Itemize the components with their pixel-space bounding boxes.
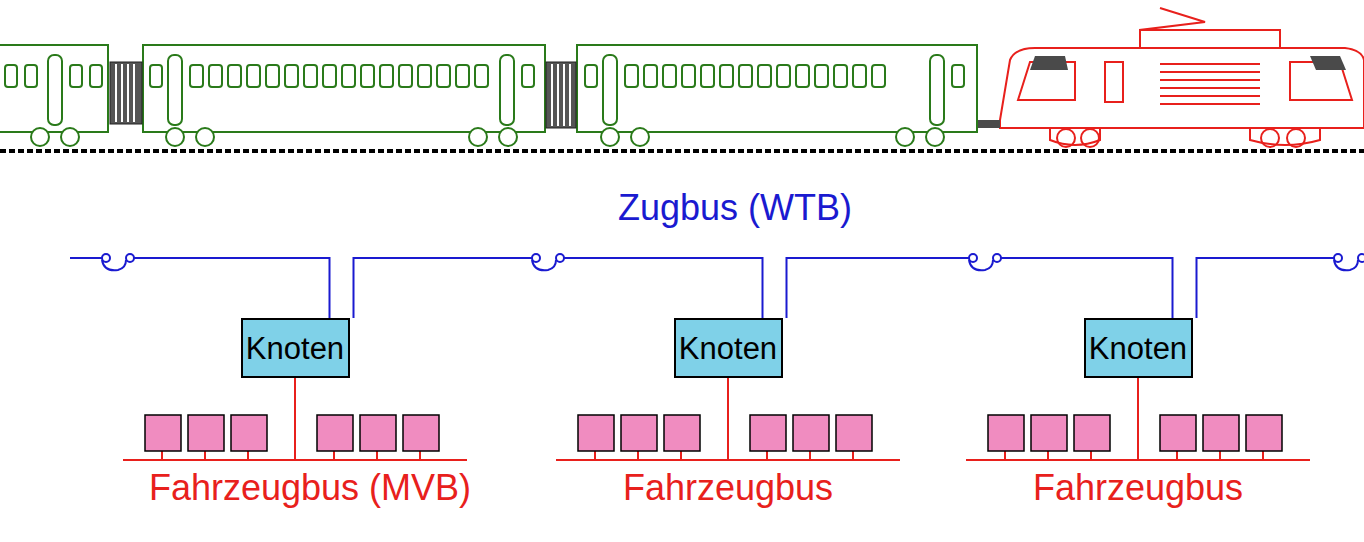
coupler-ring bbox=[969, 254, 977, 262]
device-box bbox=[1203, 415, 1239, 451]
mvb-line bbox=[123, 459, 467, 461]
bus-connector bbox=[787, 258, 1173, 318]
node-box: Knoten bbox=[241, 318, 350, 378]
coach-window bbox=[25, 65, 37, 87]
device-box bbox=[1031, 415, 1067, 451]
coach-window bbox=[853, 65, 866, 87]
coach-window bbox=[796, 65, 809, 87]
coupler-ring bbox=[532, 254, 540, 262]
bus-line bbox=[1197, 258, 1364, 318]
device-box bbox=[578, 415, 614, 451]
coupler-loop bbox=[102, 260, 126, 270]
coach-window bbox=[418, 65, 431, 87]
device-box bbox=[621, 415, 657, 451]
coach-window bbox=[777, 65, 790, 87]
device-box bbox=[988, 415, 1024, 451]
device-box bbox=[403, 415, 439, 451]
bus-connector bbox=[354, 258, 763, 318]
coach-window bbox=[952, 65, 964, 87]
coach-door bbox=[603, 55, 617, 125]
coach-window bbox=[663, 65, 676, 87]
coupler-ring bbox=[993, 254, 1001, 262]
device-box bbox=[836, 415, 872, 451]
coach-window bbox=[834, 65, 847, 87]
coach-window bbox=[304, 65, 317, 87]
device-box bbox=[231, 415, 267, 451]
coach-window bbox=[380, 65, 393, 87]
coach-window bbox=[456, 65, 469, 87]
device-box bbox=[188, 415, 224, 451]
coach-window bbox=[644, 65, 657, 87]
coach-window bbox=[323, 65, 336, 87]
coach-window bbox=[815, 65, 828, 87]
vehicle-bus-label: Fahrzeugbus bbox=[1033, 470, 1243, 506]
vehicle-bus-label: Fahrzeugbus bbox=[623, 470, 833, 506]
node-box: Knoten bbox=[1084, 318, 1193, 378]
coach-window bbox=[190, 65, 203, 87]
coach-door bbox=[500, 55, 514, 125]
coach-window bbox=[361, 65, 374, 87]
coach-window bbox=[228, 65, 241, 87]
coupler-gap bbox=[969, 252, 1001, 264]
coach-window bbox=[150, 65, 162, 87]
mvb-line bbox=[727, 378, 729, 460]
device-box bbox=[664, 415, 700, 451]
coach-window bbox=[625, 65, 638, 87]
coach-window bbox=[701, 65, 714, 87]
coupler-ring bbox=[556, 254, 564, 262]
coach-window bbox=[342, 65, 355, 87]
coach-window bbox=[285, 65, 298, 87]
mvb-line bbox=[1137, 378, 1139, 460]
coach-window bbox=[682, 65, 695, 87]
device-box bbox=[750, 415, 786, 451]
coupler-ring bbox=[1334, 254, 1342, 262]
coach-window bbox=[739, 65, 752, 87]
coupler-gap bbox=[532, 252, 564, 264]
coupler-loop bbox=[969, 260, 993, 270]
coach-window bbox=[209, 65, 222, 87]
coach-window bbox=[90, 65, 102, 87]
device-box bbox=[360, 415, 396, 451]
coach-window bbox=[758, 65, 771, 87]
device-box bbox=[317, 415, 353, 451]
coupler-loop bbox=[1334, 260, 1358, 270]
node-box: Knoten bbox=[674, 318, 783, 378]
coach-window bbox=[5, 65, 17, 87]
coach-window bbox=[522, 65, 534, 87]
coach-window bbox=[872, 65, 885, 87]
coach-door bbox=[168, 55, 182, 125]
coach-window bbox=[70, 65, 82, 87]
coupler-loop bbox=[532, 260, 556, 270]
coach-window bbox=[399, 65, 412, 87]
coach-window bbox=[475, 65, 488, 87]
bus-line bbox=[70, 258, 330, 318]
node-label: Knoten bbox=[246, 333, 344, 364]
coupler-gap bbox=[102, 252, 134, 264]
vehicle-bus-label: Fahrzeugbus (MVB) bbox=[149, 470, 471, 506]
coach-window bbox=[585, 65, 597, 87]
coupler-ring bbox=[126, 254, 134, 262]
train-bus-label: Zugbus (WTB) bbox=[618, 190, 852, 226]
node-label: Knoten bbox=[1089, 333, 1187, 364]
device-box bbox=[1246, 415, 1282, 451]
coach-door bbox=[48, 55, 62, 125]
mvb-line bbox=[966, 459, 1310, 461]
coach-window bbox=[247, 65, 260, 87]
coach-window bbox=[266, 65, 279, 87]
coach-window bbox=[437, 65, 450, 87]
coach-door bbox=[930, 55, 944, 125]
coupler-ring bbox=[102, 254, 110, 262]
node-label: Knoten bbox=[679, 333, 777, 364]
coach-window bbox=[720, 65, 733, 87]
device-box bbox=[1074, 415, 1110, 451]
coupler-gap bbox=[1334, 252, 1364, 264]
device-box bbox=[793, 415, 829, 451]
mvb-line bbox=[294, 378, 296, 460]
device-box bbox=[1160, 415, 1196, 451]
mvb-line bbox=[556, 459, 900, 461]
device-box bbox=[145, 415, 181, 451]
